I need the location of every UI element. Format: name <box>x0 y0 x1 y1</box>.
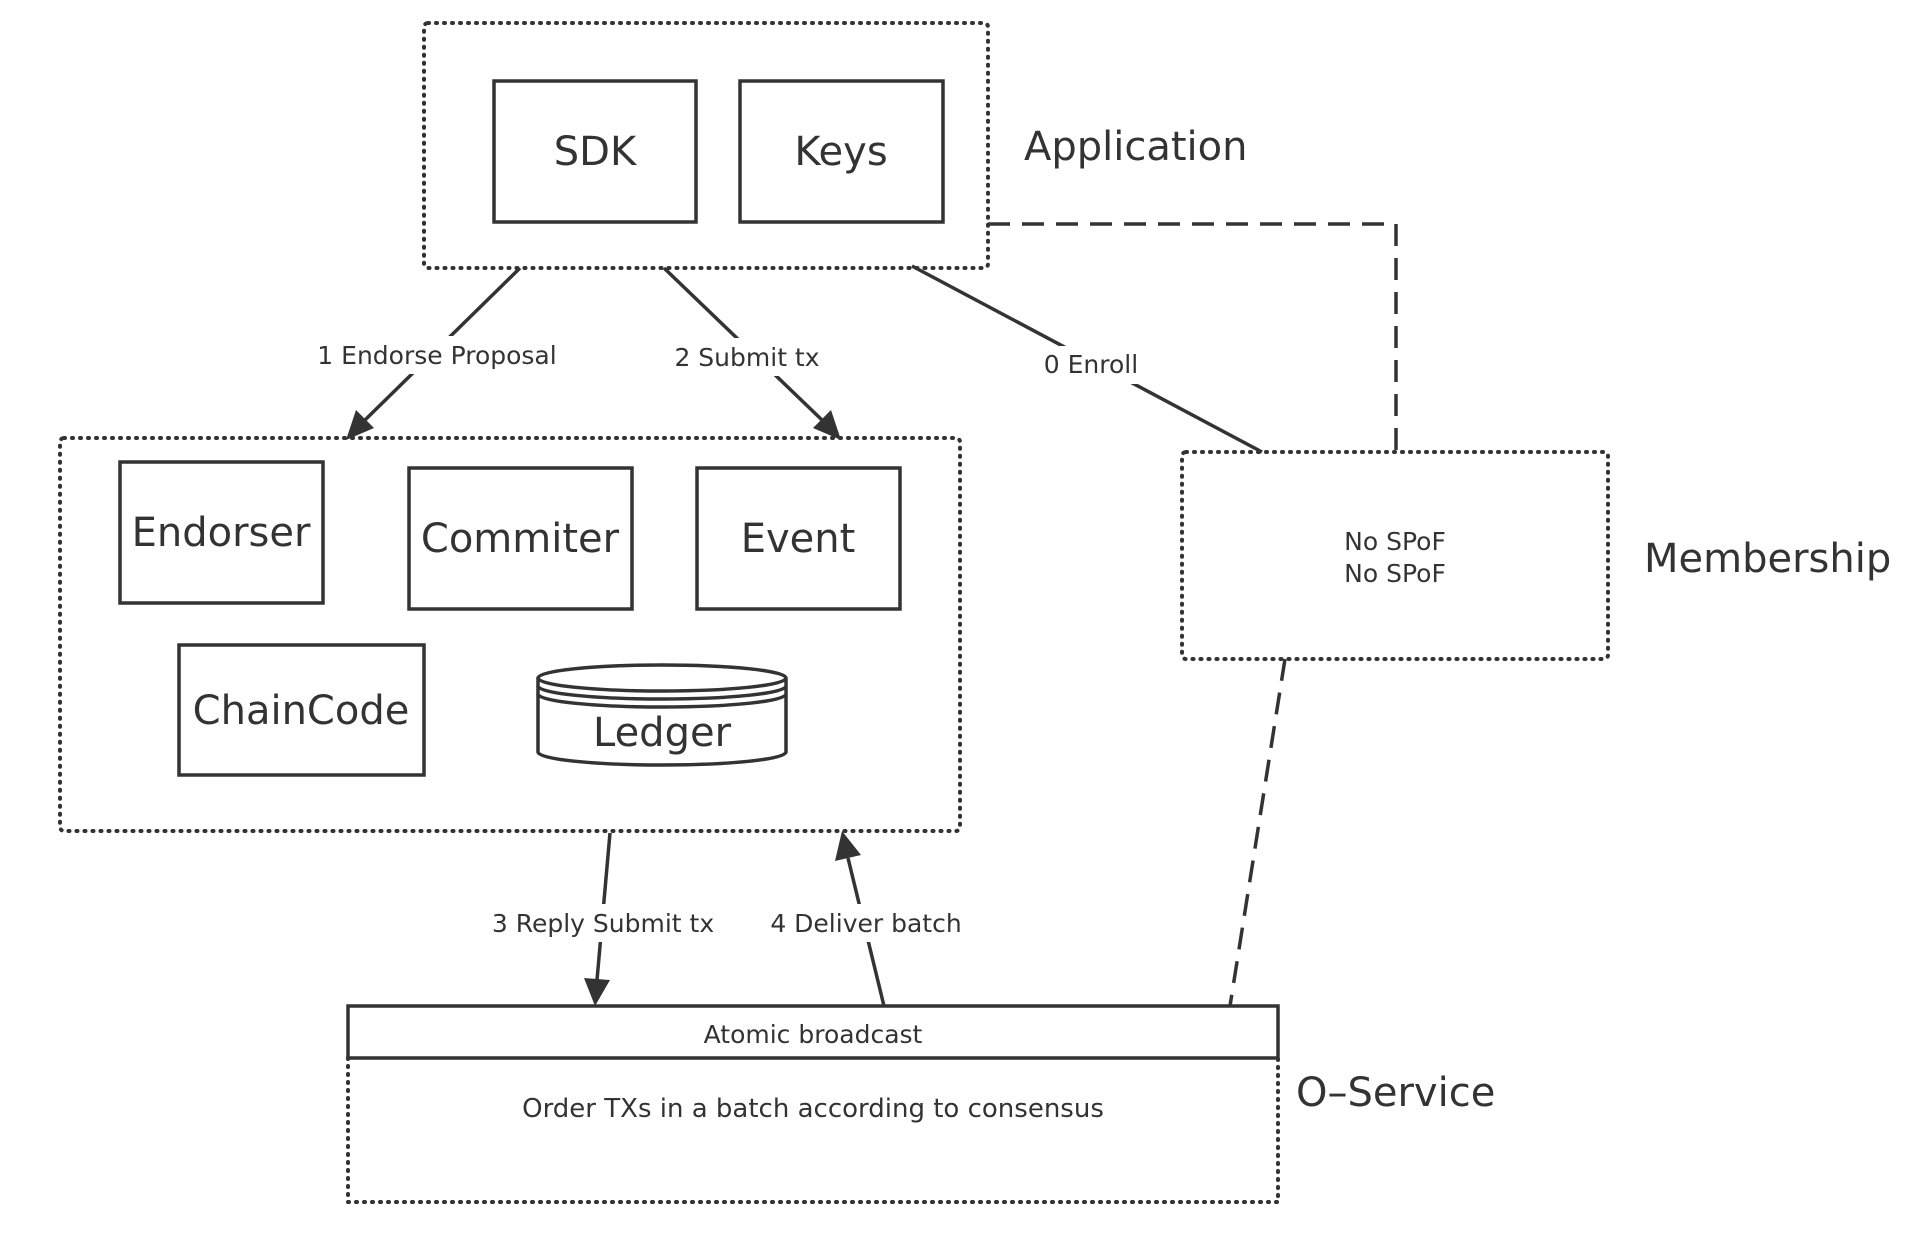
submit-label: 2 Submit tx <box>674 343 819 372</box>
membership-group-label: Membership <box>1644 536 1891 582</box>
oservice-body-text: Order TXs in a batch according to consen… <box>522 1094 1104 1124</box>
reply-arrowhead <box>584 978 610 1006</box>
membership-oservice-link <box>1228 658 1287 1007</box>
endorse-label: 1 Endorse Proposal <box>317 341 556 370</box>
keys-label: Keys <box>794 129 887 175</box>
enroll-label: 0 Enroll <box>1044 350 1138 379</box>
application-group <box>422 21 990 270</box>
oservice-group <box>346 1056 1280 1204</box>
ledger-cylinder <box>536 663 788 767</box>
endorser-box <box>118 460 325 605</box>
chaincode-label: ChainCode <box>193 688 410 734</box>
membership-group <box>1180 450 1610 661</box>
deliver-arrowhead <box>835 831 861 861</box>
sdk-label: SDK <box>554 129 638 175</box>
deliver-label: 4 Deliver batch <box>770 909 961 938</box>
atomic-broadcast-label: Atomic broadcast <box>704 1020 923 1049</box>
event-label: Event <box>741 516 856 562</box>
membership-note-2: No SPoF <box>1344 559 1446 588</box>
oservice-group-label: O–Service <box>1296 1070 1495 1116</box>
endorser-label: Endorser <box>132 510 311 556</box>
event-box <box>695 466 902 611</box>
atomic-broadcast-box <box>346 1004 1280 1060</box>
commiter-label: Commiter <box>421 516 620 562</box>
application-group-label: Application <box>1024 124 1248 170</box>
reply-label: 3 Reply Submit tx <box>492 909 714 938</box>
sdk-box <box>492 79 698 224</box>
application-membership-link <box>988 222 1398 452</box>
ledger-label: Ledger <box>593 710 732 756</box>
peer-group <box>58 436 962 833</box>
endorse-arrowhead <box>346 410 374 440</box>
membership-note-1: No SPoF <box>1344 527 1446 556</box>
commiter-box <box>407 466 634 611</box>
chaincode-box <box>177 643 426 777</box>
submit-arrowhead <box>813 410 841 440</box>
keys-box <box>738 79 945 224</box>
